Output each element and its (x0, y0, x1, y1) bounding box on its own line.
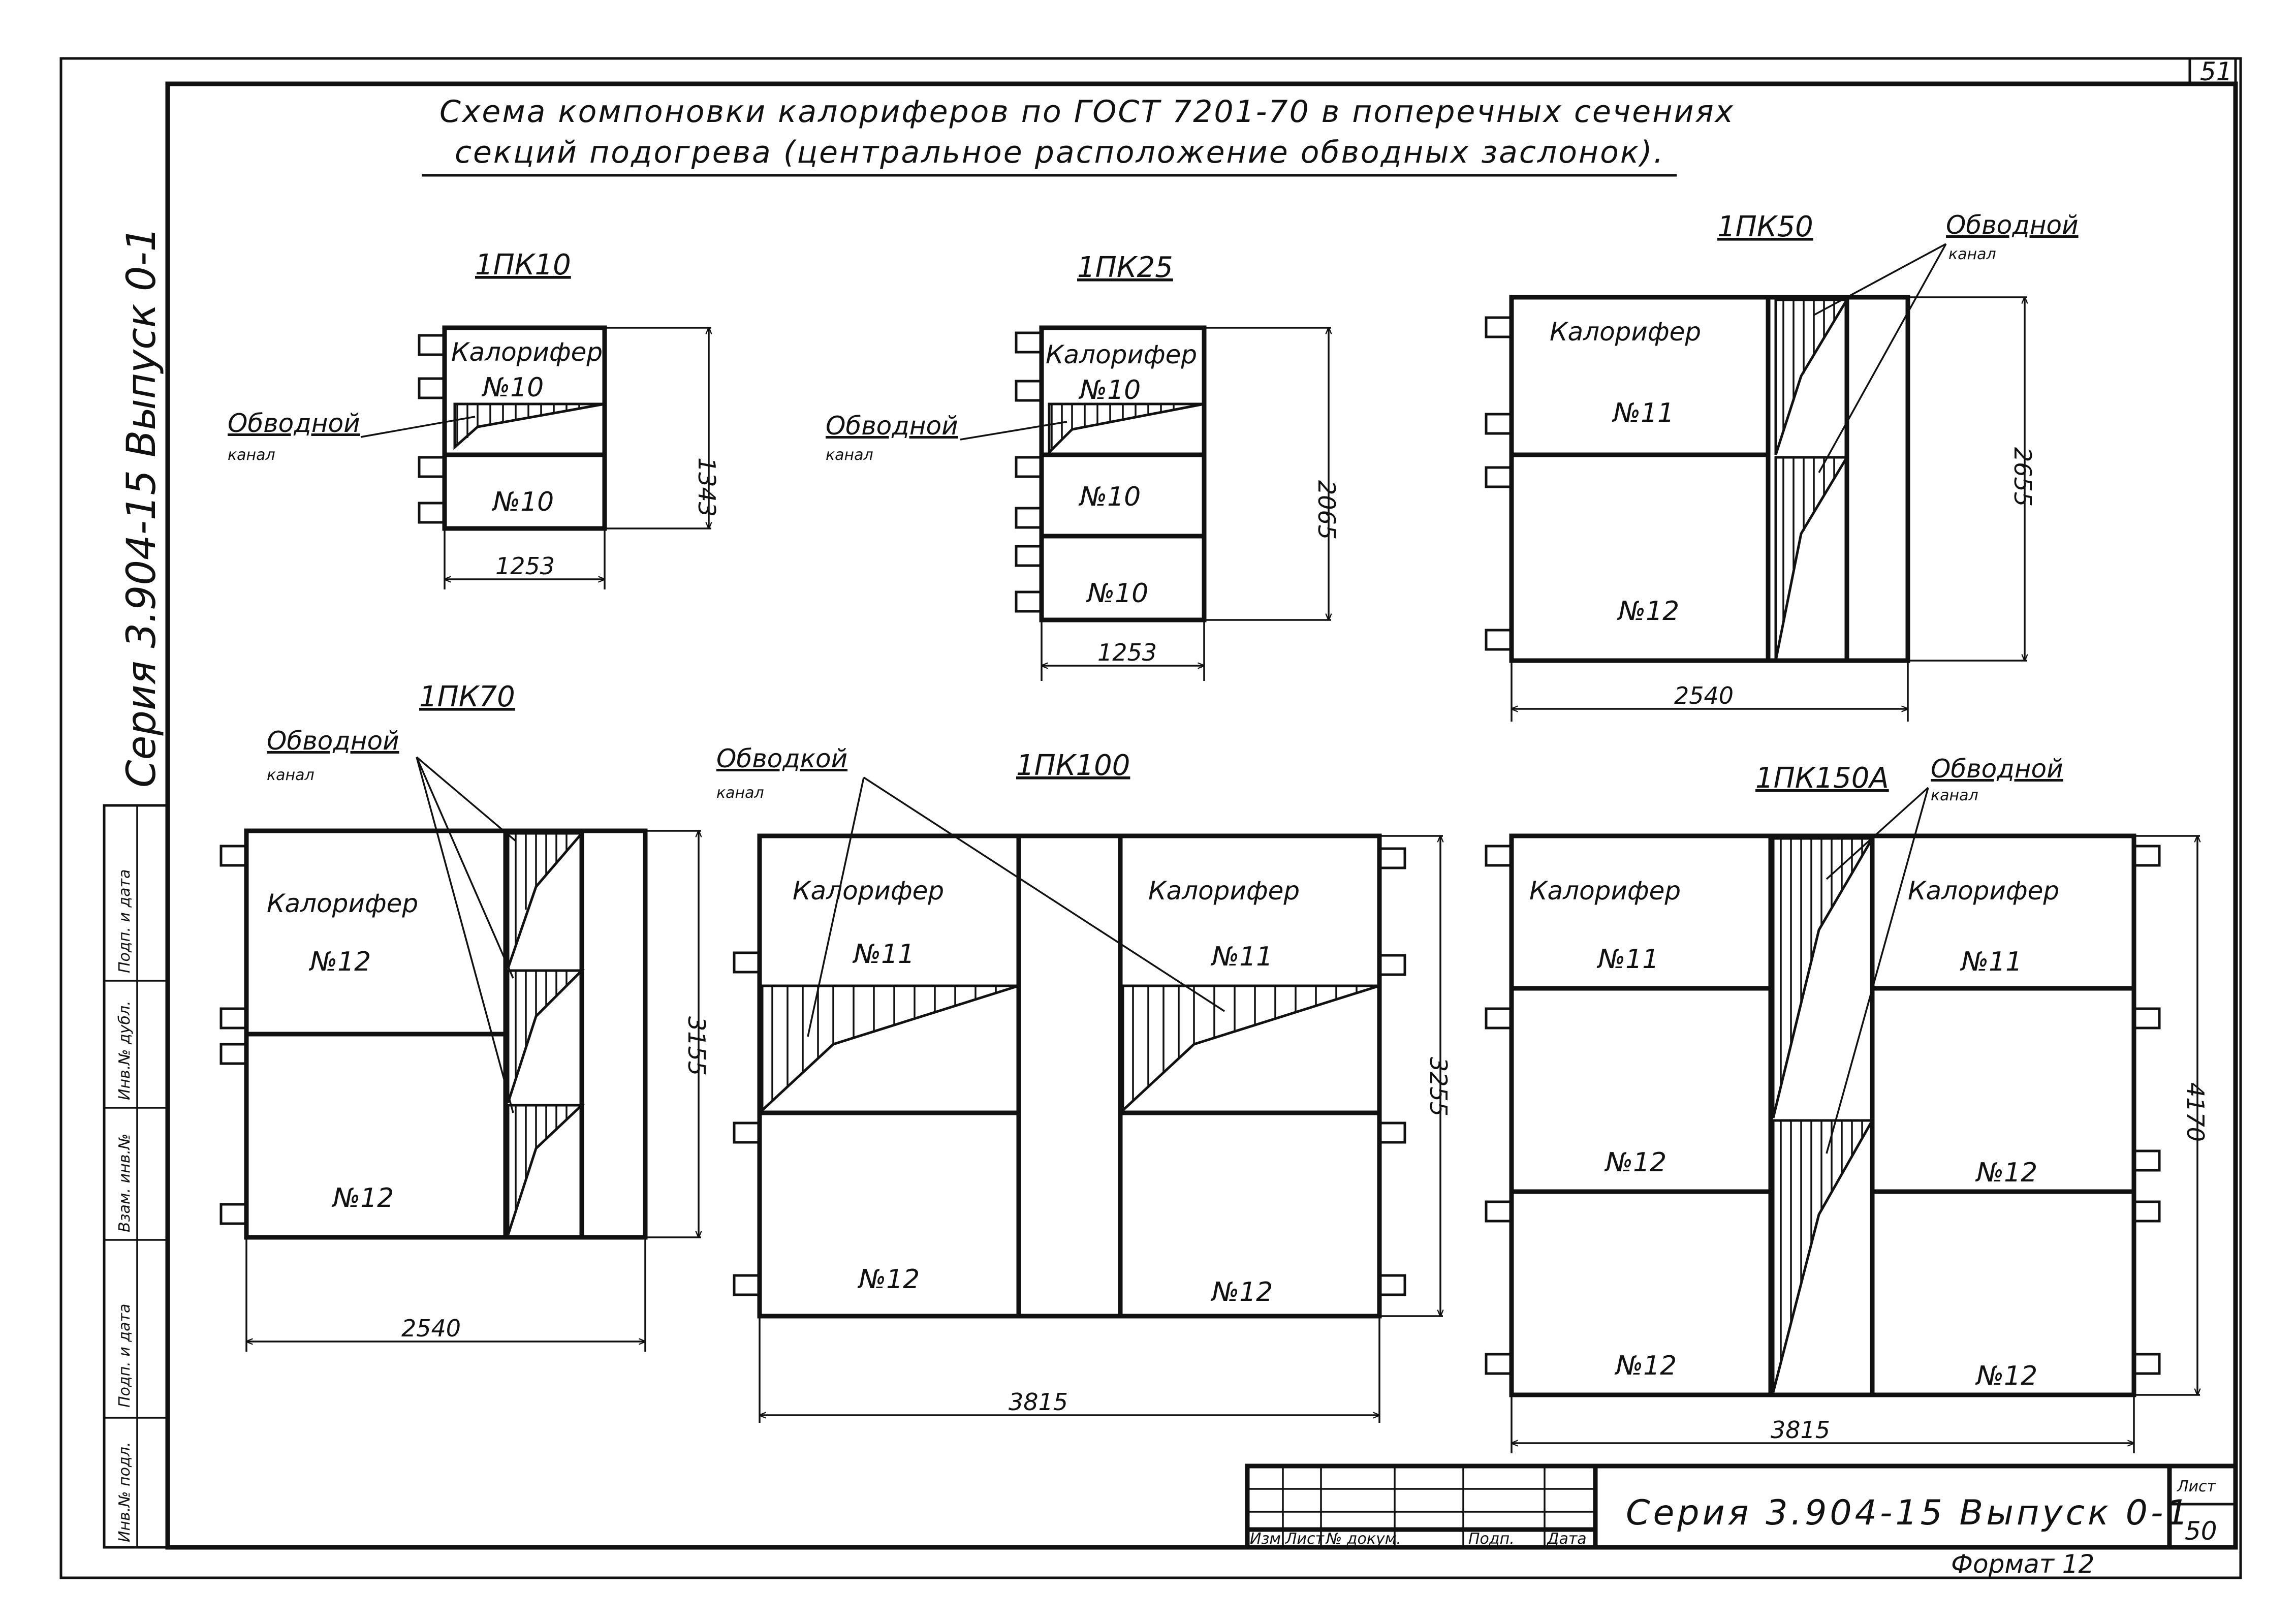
unit-2-right: №12 (1975, 1158, 2037, 1188)
section-name: 1ПК100 (1016, 749, 1130, 782)
heater-label-right: Калорифер (1148, 876, 1300, 906)
height-dim: 1343 (693, 457, 720, 517)
bypass-label: Обводной (1946, 210, 2079, 240)
outer-frame (59, 57, 2242, 1579)
stamp-col-4: Инв.№ дубл. (116, 1001, 134, 1100)
sheet-title-line-2: секций подогрева (центральное расположен… (455, 135, 1665, 170)
section-1pk70: 1ПК70 Калорифер №12 №12 Обвод (219, 680, 710, 1352)
bypass-label-2: канал (267, 766, 314, 784)
unit-bottom: №12 (331, 1183, 394, 1213)
unit-1-right: №11 (1960, 947, 2022, 977)
height-dim: 3155 (683, 1016, 710, 1076)
heater-label: Калорифер (267, 889, 418, 918)
section-1pk100: 1ПК100 (716, 744, 1452, 1423)
column-izm: Изм. (1250, 1530, 1286, 1548)
column-date: Дата (1546, 1530, 1587, 1548)
heater-label: Калорифер (1550, 317, 1701, 347)
stamp-col-3: Взам. инв.№ (116, 1134, 134, 1232)
unit-1: №10 (1078, 375, 1141, 406)
unit-bottom-left: №12 (857, 1264, 920, 1295)
heater-label: Калорифер (1046, 340, 1197, 369)
format-label: Формат 12 (1951, 1549, 2094, 1579)
inner-frame (165, 81, 2238, 1550)
unit-top-right: №11 (1210, 942, 1273, 972)
height-dim: 2655 (2009, 447, 2036, 507)
unit-top: №12 (308, 947, 371, 977)
section-name: 1ПК25 (1077, 251, 1173, 284)
unit-bottom: №10 (491, 487, 554, 517)
column-doc: № докум. (1325, 1530, 1401, 1548)
bypass-label: Обводкой (716, 744, 847, 773)
height-dim: 4170 (2182, 1082, 2209, 1142)
section-name: 1ПК10 (475, 248, 571, 282)
width-dim: 3815 (1009, 1388, 1068, 1416)
page-number-box (2188, 57, 2237, 85)
bypass-label: Обводной (228, 409, 360, 438)
side-stamp: Инв.№ подл. Подп. и дата Взам. инв.№ Инв… (103, 804, 169, 1549)
stamp-col-5: Подп. и дата (116, 869, 134, 973)
page-number: 51 (2200, 57, 2232, 86)
unit-3-right: №12 (1975, 1361, 2037, 1391)
section-name: 1ПК50 (1717, 210, 1813, 243)
section-name: 1ПК70 (419, 680, 515, 713)
unit-2: №10 (1078, 482, 1141, 512)
bypass-label-2: канал (228, 446, 275, 464)
stamp-col-2: Подп. и дата (116, 1304, 134, 1408)
title-block-series: Серия 3.904-15 Выпуск 0-1 (1626, 1493, 2191, 1533)
section-name: 1ПК150А (1755, 762, 1889, 795)
column-list: Лист (1285, 1530, 1325, 1548)
width-dim: 2540 (401, 1315, 461, 1342)
unit-top: №11 (1612, 398, 1674, 428)
bypass-label-2: канал (1931, 787, 1978, 804)
side-series-label: Серия 3.904-15 Выпуск 0-1 (119, 227, 165, 788)
width-dim: 3815 (1771, 1416, 1830, 1444)
bypass-label: Обводной (826, 411, 958, 441)
width-dim: 2540 (1674, 682, 1734, 709)
sheet-number: 50 (2185, 1516, 2217, 1546)
unit-2-left: №12 (1604, 1147, 1666, 1178)
section-1pk10: 1ПК10 Калорифер №10 №10 Обводной канал 1… (228, 248, 720, 589)
heater-label: Калорифер (451, 337, 603, 367)
unit-1-left: №11 (1596, 944, 1659, 975)
bypass-label: Обводной (1931, 754, 2063, 784)
section-1pk150a: 1ПК150А (1485, 754, 2209, 1453)
unit-top-left: №11 (852, 939, 915, 970)
height-dim: 3255 (1425, 1057, 1452, 1116)
heater-label-left: Калорифер (793, 876, 944, 906)
height-dim: 2065 (1313, 480, 1340, 540)
unit-bottom: №12 (1617, 596, 1679, 627)
bypass-label-2: канал (716, 784, 764, 802)
section-1pk50: 1ПК50 Калорифер №11 №12 Обводной канал 2… (1485, 210, 2079, 722)
bypass-label: Обводной (267, 726, 399, 756)
sheet-title-line-1: Схема компоновки калориферов по ГОСТ 720… (439, 94, 1735, 130)
unit-3-left: №12 (1614, 1351, 1677, 1381)
heater-label-right: Калорифер (1908, 876, 2059, 906)
stamp-col-1: Инв.№ подл. (116, 1442, 134, 1542)
bypass-label-2: канал (1948, 245, 1996, 263)
title-block: Изм. Лист № докум. Подп. Дата Серия 3.90… (1245, 1463, 2238, 1579)
sheet-label: Лист (2177, 1478, 2217, 1495)
width-dim: 1253 (1097, 639, 1157, 666)
unit-3: №10 (1086, 578, 1148, 609)
column-sign: Подп. (1468, 1530, 1515, 1548)
width-dim: 1253 (495, 552, 555, 580)
unit-bottom-right: №12 (1210, 1277, 1273, 1307)
unit-top: №10 (481, 372, 544, 403)
section-1pk25: 1ПК25 Калорифер №10 №10 №10 Обводной кан… (826, 251, 1340, 681)
heater-label-left: Калорифер (1529, 876, 1681, 906)
bypass-label-2: канал (826, 446, 873, 464)
